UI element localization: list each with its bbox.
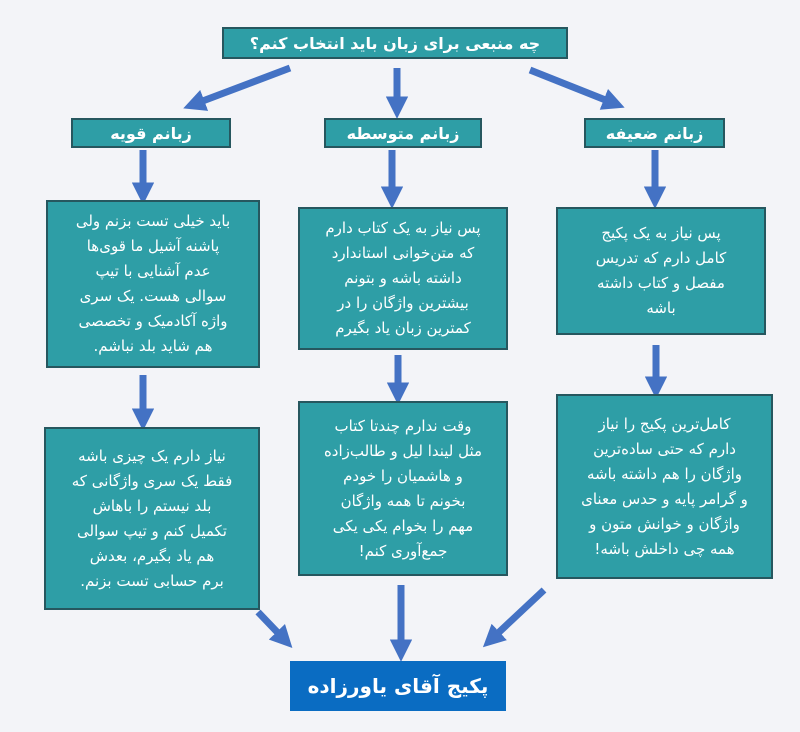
medium-step2-box: وقت ندارم چندتا کتاب مثل لیندا لیل و طال… (298, 401, 508, 576)
weak-step1-text: پس نیاز به یک پکیج کامل دارم که تدریس مف… (595, 224, 727, 317)
medium-step1-box: پس نیاز به یک کتاب دارم که متن‌خوانی است… (298, 207, 508, 350)
arrow-strong-to-final (255, 609, 293, 648)
header-weak-label: زبانم ضعیفه (605, 123, 704, 143)
header-weak: زبانم ضعیفه (584, 118, 725, 148)
weak-step2-box: کامل‌ترین پکیج را نیاز دارم که حتی ساده‌… (556, 394, 773, 579)
final-package-box: پکیج آقای یاورزاده (290, 661, 506, 711)
strong-step1-box: باید خیلی تست بزنم ولی پاشنه آشیل ما قوی… (46, 200, 260, 368)
title-text: چه منبعی برای زبان باید انتخاب کنم؟ (249, 33, 541, 53)
medium-step2-text: وقت ندارم چندتا کتاب مثل لیندا لیل و طال… (323, 416, 483, 560)
header-strong: زبانم قویه (71, 118, 231, 148)
header-medium-label: زبانم متوسطه (346, 123, 460, 143)
arrow-title-to-weak (528, 66, 625, 110)
header-medium: زبانم متوسطه (324, 118, 482, 148)
arrow-weak-to-final (482, 587, 547, 648)
weak-step1-box: پس نیاز به یک پکیج کامل دارم که تدریس مف… (556, 207, 766, 335)
strong-step2-box: نیاز دارم یک چیزی باشه فقط یک سری واژگان… (44, 427, 260, 610)
weak-step2-text: کامل‌ترین پکیج را نیاز دارم که حتی ساده‌… (581, 414, 748, 558)
strong-step1-text: باید خیلی تست بزنم ولی پاشنه آشیل ما قوی… (75, 212, 231, 355)
strong-step2-text: نیاز دارم یک چیزی باشه فقط یک سری واژگان… (71, 446, 233, 590)
header-strong-label: زبانم قویه (110, 123, 192, 143)
arrow-title-to-strong (183, 64, 292, 111)
final-package-label: پکیج آقای یاورزاده (307, 674, 489, 698)
title-box: چه منبعی برای زبان باید انتخاب کنم؟ (222, 27, 568, 59)
medium-step1-text: پس نیاز به یک کتاب دارم که متن‌خوانی است… (325, 219, 481, 337)
